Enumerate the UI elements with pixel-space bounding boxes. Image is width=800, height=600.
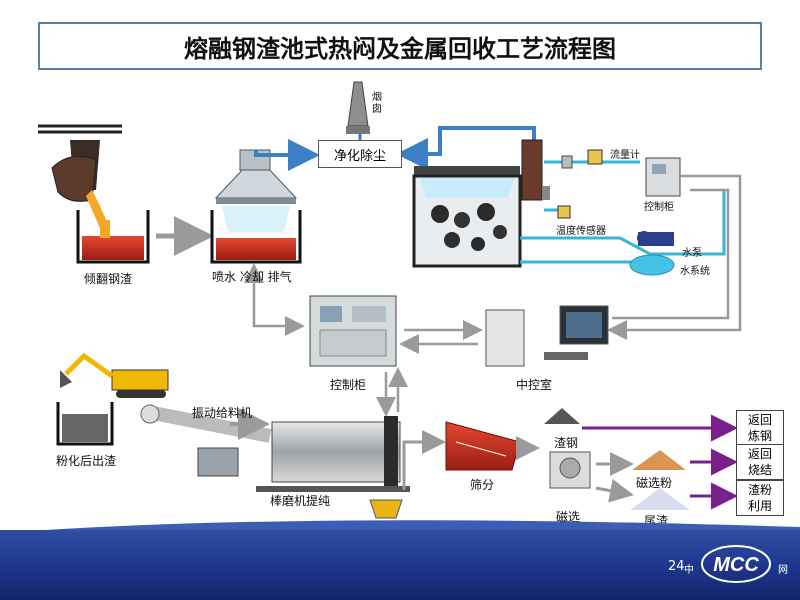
signal-line-center-right <box>252 316 305 336</box>
mcc-logo-icon: MCC <box>701 545 771 583</box>
control-cabinet-mid-icon <box>309 295 397 367</box>
chimney-icon <box>346 81 370 134</box>
excavator-icon <box>60 352 169 398</box>
flow-meter-label: 流量计 <box>610 150 640 161</box>
signal-line-right <box>607 174 742 340</box>
output-return-steelmaking-line1: 返回 <box>747 413 772 427</box>
control-cabinet-top-icon <box>645 157 681 197</box>
footer-site-text-end: 网 <box>778 565 788 576</box>
magnetic-powder-label: 磁选粉 <box>636 476 673 490</box>
arrow-tailings <box>595 478 634 503</box>
rod-mill-icon <box>197 416 410 519</box>
output-slag-use-line2: 利用 <box>747 499 772 513</box>
magnetic-powder-pile-icon <box>632 450 686 470</box>
output-return-sintering-line1: 返回 <box>747 447 772 461</box>
output-return-steelmaking: 返回 炼钢 <box>736 410 784 446</box>
spray-cool-label: 喷水 冷却 排气 <box>212 270 292 284</box>
output-slag-use: 渣粉 利用 <box>736 480 784 516</box>
output-slag-use-line1: 渣粉 <box>747 483 772 497</box>
spray-hood-icon <box>210 149 302 264</box>
tailings-pile-icon <box>630 488 690 510</box>
purify-dust-label: 净化除尘 <box>333 148 386 164</box>
water-system-label: 水系统 <box>680 266 710 277</box>
control-cabinet-mid-label: 控制柜 <box>330 378 367 392</box>
vibrating-feeder-label: 振动给料机 <box>192 406 253 420</box>
arrow-mill-to-screen <box>402 430 446 490</box>
central-control-label: 中控室 <box>516 378 553 392</box>
pulverized-slag-label: 粉化后出渣 <box>56 454 117 468</box>
diagram-title: 熔融钢渣池式热闷及金属回收工艺流程图 <box>184 34 616 63</box>
water-system-icon <box>629 254 675 276</box>
flow-meter-icon <box>561 149 603 169</box>
tipping-slag-label: 倾翻钢渣 <box>84 272 133 286</box>
diagram-title-box: 熔融钢渣池式热闷及金属回收工艺流程图 <box>38 22 762 70</box>
purify-dust-box: 净化除尘 <box>318 140 402 168</box>
water-pump-icon <box>637 231 674 246</box>
footer-band <box>0 530 800 600</box>
screening-label: 筛分 <box>470 478 495 492</box>
chimney-label: 烟囱 <box>372 92 382 115</box>
flue-line-left <box>254 139 320 171</box>
magnetic-separation-label: 磁选 <box>556 510 581 524</box>
central-control-computer-icon <box>485 305 609 367</box>
screen-icon <box>445 421 521 471</box>
temperature-sensor-icon <box>557 205 571 219</box>
water-pump-label: 水泵 <box>682 248 702 259</box>
stewing-tank-icon <box>412 139 550 268</box>
flue-line-right <box>396 126 536 170</box>
slag-steel-label: 渣钢 <box>554 436 579 450</box>
output-return-steelmaking-line2: 炼钢 <box>747 429 772 443</box>
footer-site-text-start: 中 <box>684 565 694 576</box>
temperature-sensor-label: 温度传感器 <box>556 226 606 237</box>
page-number: 24 <box>668 559 685 574</box>
control-cabinet-top-label: 控制柜 <box>644 202 674 213</box>
ladle-icon <box>38 124 122 228</box>
signal-line-loop <box>612 188 730 320</box>
powder-bin-icon <box>56 402 114 446</box>
output-return-sintering-line2: 烧结 <box>747 463 772 477</box>
svg-text:MCC: MCC <box>713 554 759 576</box>
magnetic-separator-icon <box>549 451 591 489</box>
output-return-sintering: 返回 烧结 <box>736 444 784 480</box>
slag-pit-icon <box>76 210 150 264</box>
slag-steel-pile-icon <box>544 408 580 424</box>
rod-mill-label: 棒磨机提纯 <box>270 494 331 508</box>
